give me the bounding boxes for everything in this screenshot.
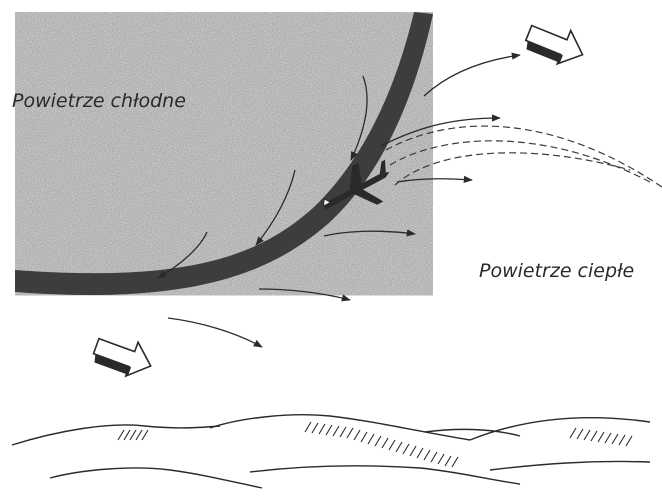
warm-air-arrow [424, 55, 520, 96]
warm-air-arrow [397, 179, 472, 182]
warm-air-arrow [259, 289, 350, 300]
hill-line [250, 466, 520, 484]
dashed-line [395, 153, 630, 185]
warm-air-arrow [381, 118, 500, 146]
cold-air-label: Powietrze chłodne [12, 90, 186, 112]
slope-hatching [118, 422, 632, 467]
hill-line [50, 468, 262, 488]
hill-line [490, 461, 650, 470]
block-arrow-icon [90, 329, 157, 383]
warm-air-arrow [324, 231, 415, 236]
dashed-trajectories [386, 126, 662, 187]
warm-air-label: Powietrze ciepłe [479, 260, 634, 282]
hill-line [12, 425, 220, 445]
block-arrow-icon [522, 16, 589, 71]
hill-line [470, 418, 650, 440]
dashed-line [390, 141, 650, 182]
dashed-line [386, 126, 662, 187]
terrain-hills [12, 415, 650, 488]
front-surface [15, 12, 433, 295]
warm-air-arrow [168, 318, 262, 347]
